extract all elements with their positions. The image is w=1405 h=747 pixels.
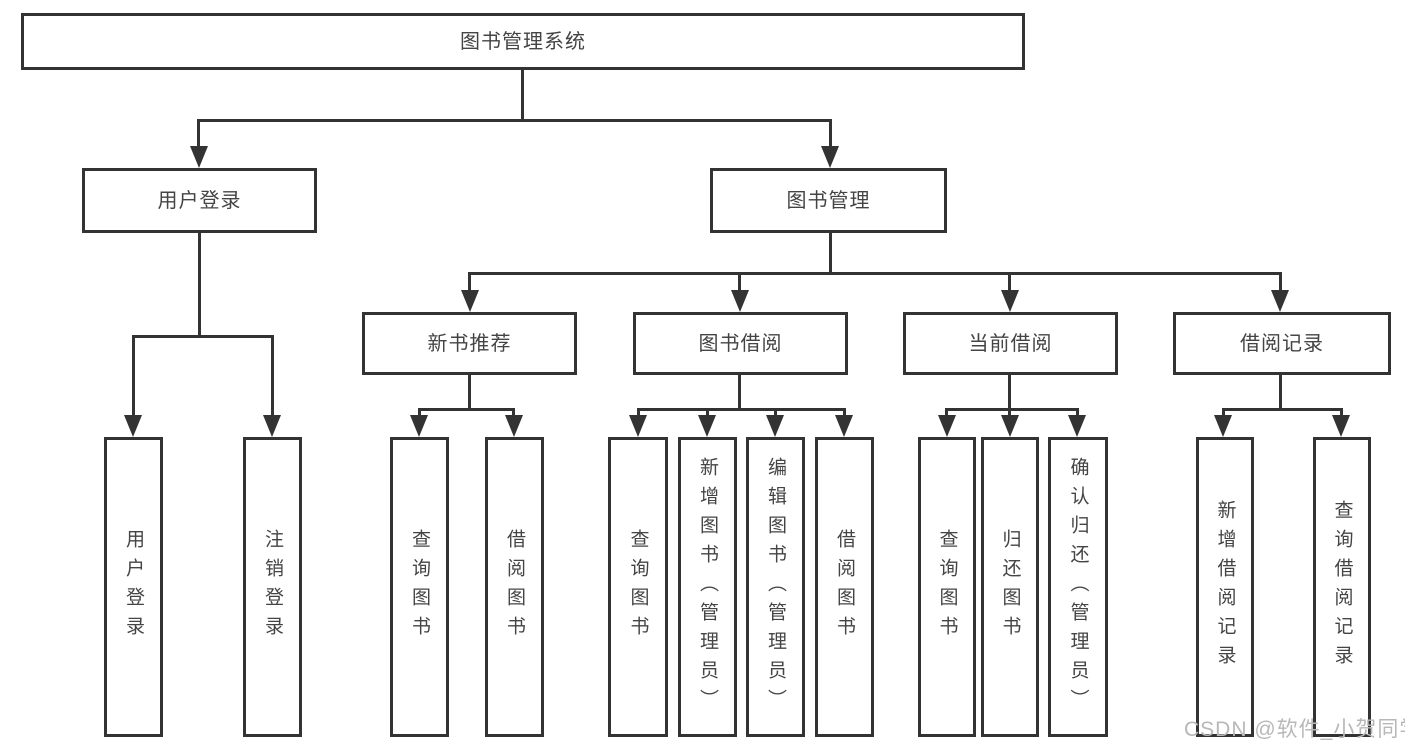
leaf-newbooks-query-books-label: 查询图书: [409, 529, 430, 645]
leaf-borrow-edit-books-admin-label: 编辑图书（管理员）: [765, 456, 786, 718]
arrow-down-icon: [1068, 415, 1086, 437]
leaf-records-query-record: 查询借阅记录: [1313, 437, 1371, 737]
connector-vline: [521, 70, 524, 119]
connector-hline: [197, 119, 832, 122]
connector-vline: [843, 408, 846, 420]
leaf-borrow-add-books-admin-label: 新增图书（管理员）: [697, 456, 718, 718]
arrow-down-icon: [190, 146, 208, 168]
leaf-borrow-add-books-admin: 新增图书（管理员）: [678, 437, 737, 737]
arrow-down-icon: [766, 415, 784, 437]
leaf-records-add-record-label: 新增借阅记录: [1214, 500, 1236, 674]
connector-hline: [637, 408, 846, 411]
connector-hline: [1222, 408, 1343, 411]
connector-vline: [1340, 408, 1343, 420]
node-book-borrow-label: 图书借阅: [698, 332, 783, 355]
leaf-current-query-books: 查询图书: [918, 437, 976, 737]
connector-hline: [468, 272, 1282, 275]
arrow-down-icon: [629, 415, 647, 437]
connector-vline: [1222, 408, 1225, 420]
arrow-down-icon: [835, 415, 853, 437]
connector-vline: [197, 119, 200, 151]
arrow-down-icon: [410, 415, 428, 437]
connector-vline: [829, 119, 832, 151]
node-new-book-recommend-label: 新书推荐: [427, 332, 512, 355]
leaf-records-query-record-label: 查询借阅记录: [1331, 500, 1353, 674]
connector-vline: [1008, 375, 1011, 411]
arrow-down-icon: [1332, 415, 1350, 437]
arrow-down-icon: [263, 415, 281, 437]
arrow-down-icon: [821, 146, 839, 168]
node-book-management-label: 图书管理: [786, 189, 871, 212]
connector-vline: [738, 272, 741, 294]
connector-vline: [1008, 272, 1011, 294]
connector-vline: [132, 335, 135, 419]
connector-vline: [1279, 272, 1282, 294]
leaf-user-login: 用户登录: [104, 437, 163, 737]
connector-vline: [1008, 408, 1011, 420]
leaf-records-add-record: 新增借阅记录: [1196, 437, 1254, 737]
connector-hline: [945, 408, 1079, 411]
arrow-down-icon: [938, 415, 956, 437]
leaf-logout-label: 注销登录: [262, 529, 283, 645]
connector-vline: [774, 408, 777, 420]
arrow-down-icon: [124, 415, 142, 437]
connector-vline: [1279, 375, 1282, 411]
leaf-current-return-books-label: 归还图书: [999, 529, 1021, 645]
connector-vline: [198, 233, 201, 338]
node-borrow-records: 借阅记录: [1173, 312, 1391, 375]
connector-vline: [945, 408, 948, 420]
node-user-login: 用户登录: [82, 168, 317, 233]
node-user-login-label: 用户登录: [157, 189, 242, 212]
connector-vline: [512, 408, 515, 420]
node-book-borrow: 图书借阅: [633, 312, 848, 375]
connector-vline: [468, 375, 471, 411]
arrow-down-icon: [505, 415, 523, 437]
node-current-borrow-label: 当前借阅: [968, 332, 1053, 355]
node-library-system-label: 图书管理系统: [460, 30, 586, 53]
arrow-down-icon: [698, 415, 716, 437]
connector-vline: [706, 408, 709, 420]
leaf-borrow-borrow-books-label: 借阅图书: [834, 529, 855, 645]
leaf-current-confirm-return-admin: 确认归还（管理员）: [1048, 437, 1108, 737]
connector-hline: [132, 335, 274, 338]
leaf-newbooks-borrow-books-label: 借阅图书: [504, 529, 525, 645]
connector-vline: [418, 408, 421, 420]
leaf-current-query-books-label: 查询图书: [936, 529, 958, 645]
connector-hline: [418, 408, 515, 411]
connector-vline: [271, 335, 274, 419]
leaf-newbooks-query-books: 查询图书: [390, 437, 449, 737]
connector-vline: [738, 375, 741, 411]
connector-vline: [1076, 408, 1079, 420]
node-book-management: 图书管理: [710, 168, 947, 233]
arrow-down-icon: [1214, 415, 1232, 437]
node-library-system: 图书管理系统: [21, 13, 1025, 70]
csdn-watermark: CSDN @软件_小贺同学: [1184, 718, 1405, 741]
leaf-borrow-query-books: 查询图书: [608, 437, 668, 737]
connector-vline: [468, 272, 471, 294]
leaf-logout: 注销登录: [243, 437, 302, 737]
connector-vline: [829, 233, 832, 275]
leaf-newbooks-borrow-books: 借阅图书: [485, 437, 544, 737]
leaf-borrow-edit-books-admin: 编辑图书（管理员）: [746, 437, 805, 737]
arrow-down-icon: [1001, 415, 1019, 437]
arrow-down-icon: [731, 290, 749, 312]
leaf-user-login-label: 用户登录: [123, 529, 144, 645]
leaf-borrow-query-books-label: 查询图书: [627, 529, 649, 645]
node-borrow-records-label: 借阅记录: [1240, 332, 1324, 355]
leaf-current-return-books: 归还图书: [981, 437, 1039, 737]
node-new-book-recommend: 新书推荐: [362, 312, 577, 375]
node-current-borrow: 当前借阅: [903, 312, 1118, 375]
arrow-down-icon: [1001, 290, 1019, 312]
arrow-down-icon: [1271, 290, 1289, 312]
leaf-current-confirm-return-admin-label: 确认归还（管理员）: [1067, 456, 1089, 718]
arrow-down-icon: [461, 290, 479, 312]
connector-vline: [637, 408, 640, 420]
leaf-borrow-borrow-books: 借阅图书: [815, 437, 874, 737]
